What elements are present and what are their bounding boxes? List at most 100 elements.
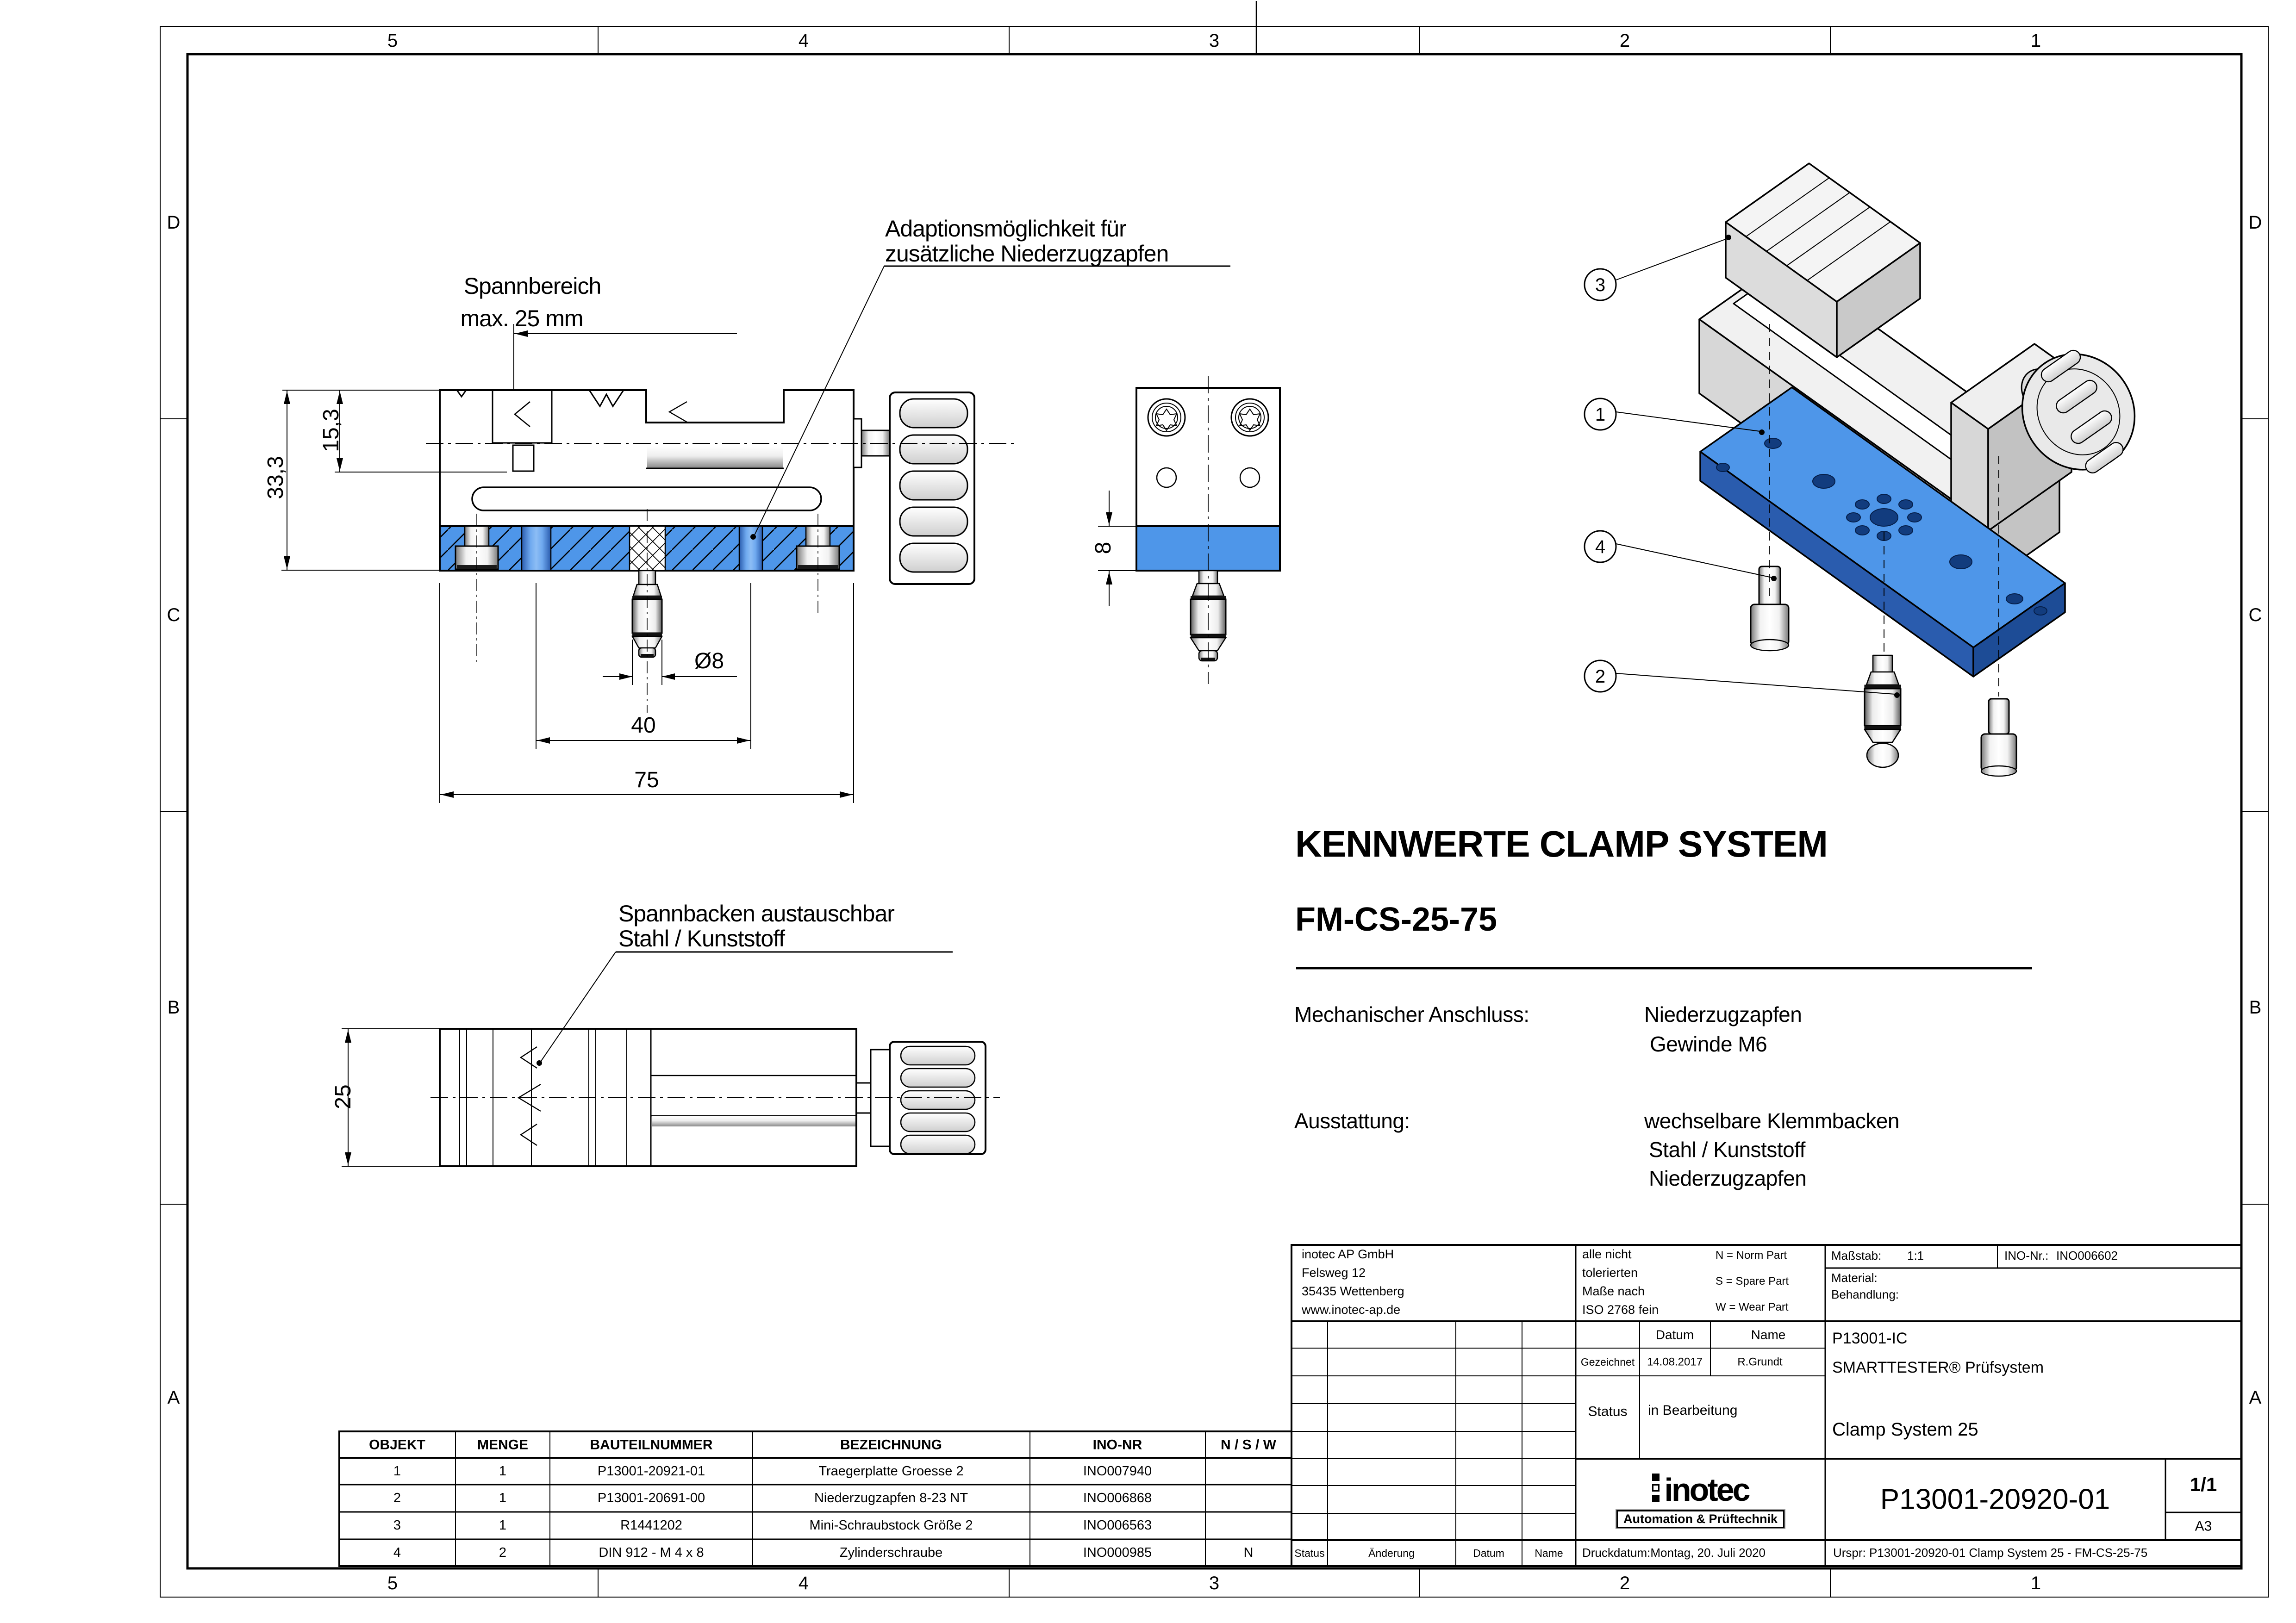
rev-header-name: Name <box>1535 1547 1563 1559</box>
inotec-logo-mark <box>1652 1473 1660 1502</box>
datum-header: Datum <box>1655 1327 1694 1342</box>
bom-cell: Niederzugzapfen 8-23 NT <box>814 1490 968 1505</box>
ausstattung-value1: wechselbare Klemmbacken <box>1644 1109 1900 1133</box>
spannbacken-label-line1: Spannbacken austauschbar <box>618 901 895 927</box>
gezeichnet-label: Gezeichnet <box>1580 1356 1635 1368</box>
grid-row-a-right: A <box>2249 1387 2262 1408</box>
rev-header-status: Status <box>1294 1547 1325 1559</box>
ausstattung-label: Ausstattung: <box>1294 1109 1410 1133</box>
grid-row-a-left: A <box>167 1387 180 1408</box>
mech-anschluss-value1: Niederzugzapfen <box>1644 1002 1802 1026</box>
dim-75: 75 <box>634 767 659 792</box>
kennwerte-title: KENNWERTE CLAMP SYSTEM <box>1295 823 1828 864</box>
grid-col-4-bottom: 4 <box>798 1573 809 1593</box>
bom-cell: 1 <box>499 1463 507 1479</box>
tolerance-note-3: Maße nach <box>1582 1284 1645 1298</box>
exploded-view <box>1584 162 2136 777</box>
bom-header-bauteilnummer: BAUTEILNUMMER <box>590 1437 713 1453</box>
drawing-title: Clamp System 25 <box>1832 1419 1978 1440</box>
bom-cell: INO006563 <box>1083 1517 1152 1533</box>
bom-cell: 1 <box>499 1490 507 1505</box>
bom-header-objekt: OBJEKT <box>369 1437 425 1453</box>
company-street: Felsweg 12 <box>1302 1266 1366 1280</box>
gezeichnet-name: R.Grundt <box>1737 1356 1783 1368</box>
kennwerte-subtitle: FM-CS-25-75 <box>1295 901 1497 938</box>
bom-cell: INO006868 <box>1083 1490 1152 1505</box>
project-number: P13001-IC <box>1832 1330 1908 1347</box>
ursprung: Urspr: P13001-20920-01 Clamp System 25 -… <box>1833 1546 2148 1560</box>
pin-iso <box>1864 654 1902 768</box>
paper-format: A3 <box>2195 1518 2212 1534</box>
adaption-label-line2: zusätzliche Niederzugzapfen <box>885 241 1169 267</box>
traegerplatte-iso <box>1699 386 2066 678</box>
company-name: inotec AP GmbH <box>1302 1247 1394 1261</box>
dim-25: 25 <box>331 1084 356 1109</box>
mech-anschluss-value2: Gewinde M6 <box>1650 1032 1767 1056</box>
druckdatum: Druckdatum:Montag, 20. Juli 2020 <box>1582 1546 1766 1560</box>
bom-cell: INO000985 <box>1083 1545 1152 1560</box>
bottom-view <box>342 951 1000 1167</box>
gezeichnet-datum: 14.08.2017 <box>1647 1356 1703 1368</box>
ino-nr-value: INO006602 <box>2056 1249 2118 1262</box>
grid-col-1-bottom: 1 <box>2030 1573 2041 1593</box>
balloon-3: 3 <box>1595 275 1606 295</box>
spannbereich-label-line1: Spannbereich <box>463 273 602 299</box>
ausstattung-value2: Stahl / Kunststoff <box>1649 1138 1805 1162</box>
rev-header-aenderung: Änderung <box>1368 1547 1415 1559</box>
grid-row-c-left: C <box>167 605 181 625</box>
balloon-markers <box>1584 235 1900 698</box>
inotec-logo-word: inotec <box>1664 1471 1750 1508</box>
bom-cell: 1 <box>393 1463 401 1479</box>
grid-col-4-top: 4 <box>798 31 809 51</box>
title-block-lines <box>1291 1244 2242 1567</box>
grid-col-2-top: 2 <box>1619 31 1630 51</box>
bom-header-nsw: N / S / W <box>1221 1437 1276 1453</box>
legend-wear-part: W = Wear Part <box>1716 1301 1789 1313</box>
bom-cell: N <box>1243 1545 1254 1560</box>
tolerance-note-4: ISO 2768 fein <box>1582 1303 1659 1317</box>
spannbacken-leader <box>540 951 616 1062</box>
spannbereich-label-line2: max. 25 mm <box>460 305 583 331</box>
company-web: www.inotec-ap.de <box>1302 1303 1401 1317</box>
balloon-4: 4 <box>1595 537 1606 557</box>
legend-spare-part: S = Spare Part <box>1716 1275 1789 1287</box>
bom-cell: R1441202 <box>620 1517 682 1533</box>
material-label: Material: <box>1831 1271 1878 1285</box>
bom-cell: 3 <box>393 1517 401 1533</box>
masstab-label: Maßstab: <box>1831 1249 1882 1262</box>
status-label: Status <box>1588 1404 1628 1419</box>
base-plate-section <box>439 525 855 572</box>
bom-cell: Mini-Schraubstock Größe 2 <box>809 1517 973 1533</box>
balloon-1: 1 <box>1595 404 1606 425</box>
bom-cell: 1 <box>499 1517 507 1533</box>
dim-33-3: 33,3 <box>263 456 288 499</box>
rev-header-datum: Datum <box>1473 1547 1504 1559</box>
torx-screw-icon <box>1147 398 1269 488</box>
bom-cell: P13001-20921-01 <box>597 1463 705 1479</box>
bom-header-bezeichnung: BEZEICHNUNG <box>840 1437 942 1453</box>
name-header: Name <box>1751 1327 1786 1342</box>
ino-nr-label: INO-Nr.: <box>2004 1249 2049 1262</box>
sheet-frame <box>160 1 2269 1598</box>
dim-dia-8: Ø8 <box>694 649 724 673</box>
bom-cell: P13001-20691-00 <box>597 1490 705 1505</box>
tolerance-note-1: alle nicht <box>1582 1247 1632 1261</box>
grid-row-c-right: C <box>2248 605 2262 625</box>
bom-cell: 2 <box>499 1545 507 1560</box>
dim-15-3: 15,3 <box>318 409 343 452</box>
dim-40: 40 <box>631 713 656 738</box>
mech-anschluss-label: Mechanischer Anschluss: <box>1294 1002 1529 1026</box>
dim-8-side: 8 <box>1091 541 1116 554</box>
grid-col-1-top: 1 <box>2030 31 2041 51</box>
bom-header-menge: MENGE <box>477 1437 529 1453</box>
grid-row-b-right: B <box>2249 997 2262 1018</box>
grid-col-5-top: 5 <box>387 31 398 51</box>
bom-cell: Traegerplatte Groesse 2 <box>818 1463 964 1479</box>
grid-row-d-right: D <box>2248 212 2262 233</box>
grid-row-b-left: B <box>167 997 180 1018</box>
screw-iso-right <box>1980 698 2017 777</box>
bom-cell: Zylinderschraube <box>839 1545 943 1560</box>
bom-cell: DIN 912 - M 4 x 8 <box>599 1545 704 1560</box>
